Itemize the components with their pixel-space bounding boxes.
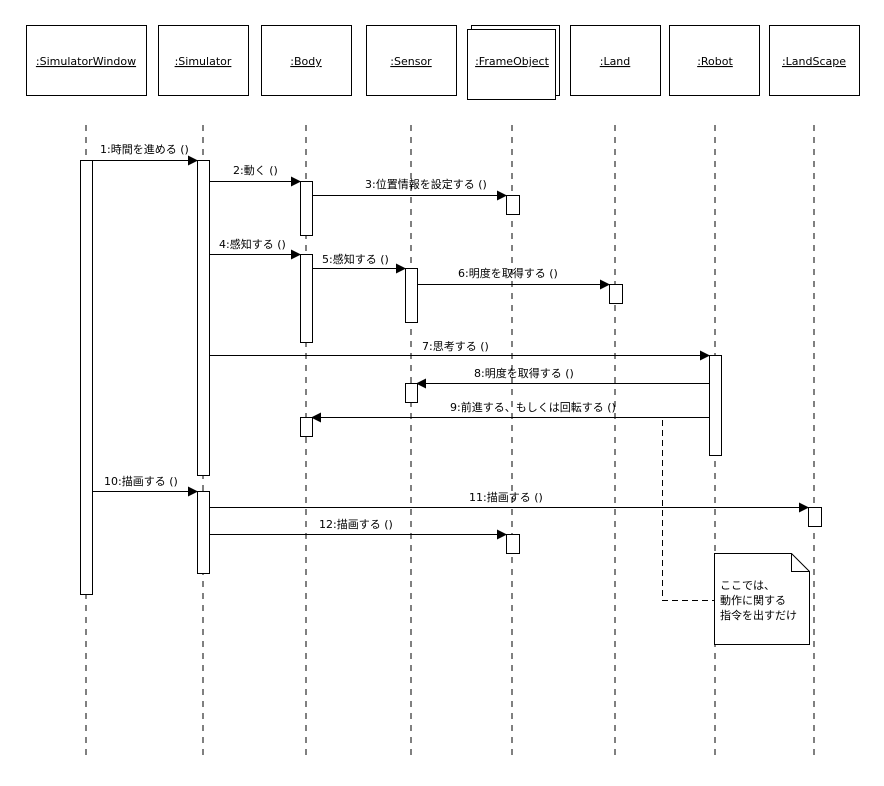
message-label-1: 1:時間を進める () [100,143,189,156]
object-label-frame: :FrameObject [475,55,549,68]
message-labels: 1:時間を進める () 2:動く () 3:位置情報を設定する () 4:感知す… [100,143,616,531]
message-label-6: 6:明度を取得する () [458,266,558,280]
object-label-body: :Body [290,55,322,68]
activation-robot [709,355,722,456]
object-box-robot [669,25,760,96]
message-label-9: 9:前進する、もしくは回転する () [450,400,616,414]
activation-sim-2 [197,491,210,574]
object-label-landscape: :LandScape [782,55,846,68]
note-line-1: ここでは、 [720,579,775,592]
message-label-8: 8:明度を取得する () [474,366,574,380]
activation-sensor-1 [405,268,418,323]
activation-landscape [808,507,822,527]
activation-sim-1 [197,160,210,476]
message-label-7: 7:思考する () [422,340,489,353]
activation-body-2 [300,254,313,343]
lifelines [85,125,815,755]
note-line-3: 指令を出すだけ [720,608,797,622]
object-box-landscape [769,25,860,96]
object-box-sensor [366,25,457,96]
activation-sensor-2 [405,383,418,403]
activations [80,160,822,595]
activation-frame-1 [506,195,520,215]
message-label-5: 5:感知する () [322,252,389,266]
message-label-4: 4:感知する () [219,237,286,251]
object-label-land: :Land [600,55,631,68]
object-label-sensor: :Sensor [390,55,432,68]
object-label-sim: :Simulator [175,55,232,68]
message-label-10: 10:描画する () [104,474,178,488]
object-box-simwin [26,25,147,96]
object-box-land [570,25,661,96]
message-label-2: 2:動く () [233,163,278,177]
activation-frame-2 [506,534,520,554]
activation-body-3 [300,417,313,437]
object-labels: :SimulatorWindow :Simulator :Body :Senso… [36,55,846,68]
note-line-2: 動作に関する [720,593,786,607]
activation-body-1 [300,181,313,236]
activation-land [609,284,623,304]
object-label-simwin: :SimulatorWindow [36,55,136,68]
note-body [714,553,810,645]
object-box-sim [158,25,249,96]
object-box-body [261,25,352,96]
note-fold-corner [791,553,810,572]
object-boxes [26,25,860,100]
message-label-3: 3:位置情報を設定する () [365,177,487,191]
note-connector [662,420,714,601]
activation-simwin [80,160,93,595]
message-label-12: 12:描画する () [319,517,393,531]
object-label-robot: :Robot [697,55,733,68]
message-label-11: 11:描画する () [469,490,543,504]
object-box-frame [467,29,556,100]
note: ここでは、 動作に関する 指令を出すだけ [714,553,810,645]
message-arrows [92,155,809,540]
